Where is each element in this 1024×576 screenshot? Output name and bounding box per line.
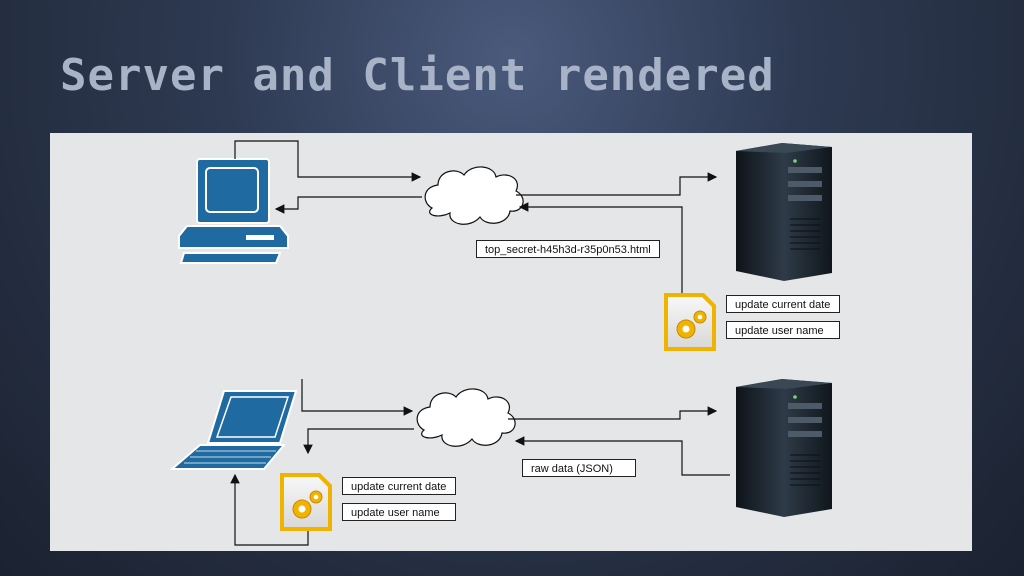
json-response-label: raw data (JSON) — [522, 459, 636, 477]
html-response-label: top_secret-h45h3d-r35p0n53.html — [476, 240, 660, 258]
desktop-computer-icon — [178, 158, 289, 264]
server-tower-icon — [736, 379, 832, 517]
request-forward-arrow — [508, 406, 718, 420]
diagram-panel: top_secret-h45h3d-r35p0n53.html update c… — [50, 133, 972, 551]
client-script-arrow — [230, 473, 309, 546]
slide-title: Server and Client rendered — [60, 50, 775, 101]
laptop-computer-icon — [169, 390, 298, 470]
internet-cloud-icon — [424, 166, 524, 225]
response-json-arrow — [514, 436, 730, 476]
client-task-label: update user name — [342, 503, 456, 521]
request-forward-arrow — [516, 172, 718, 196]
server-tower-icon — [736, 143, 832, 281]
server-task-label: update user name — [726, 321, 840, 339]
response-html-arrow — [518, 202, 683, 293]
response-to-client-arrow — [303, 428, 414, 455]
client-task-label: update current date — [342, 477, 456, 495]
server-task-label: update current date — [726, 295, 840, 313]
internet-cloud-icon — [416, 388, 516, 447]
script-gear-icon — [664, 293, 716, 351]
script-gear-icon — [280, 473, 332, 531]
request-arrow — [301, 379, 414, 416]
response-to-client-arrow — [274, 196, 422, 214]
request-arrow — [234, 140, 422, 182]
diagram-canvas — [169, 140, 832, 546]
